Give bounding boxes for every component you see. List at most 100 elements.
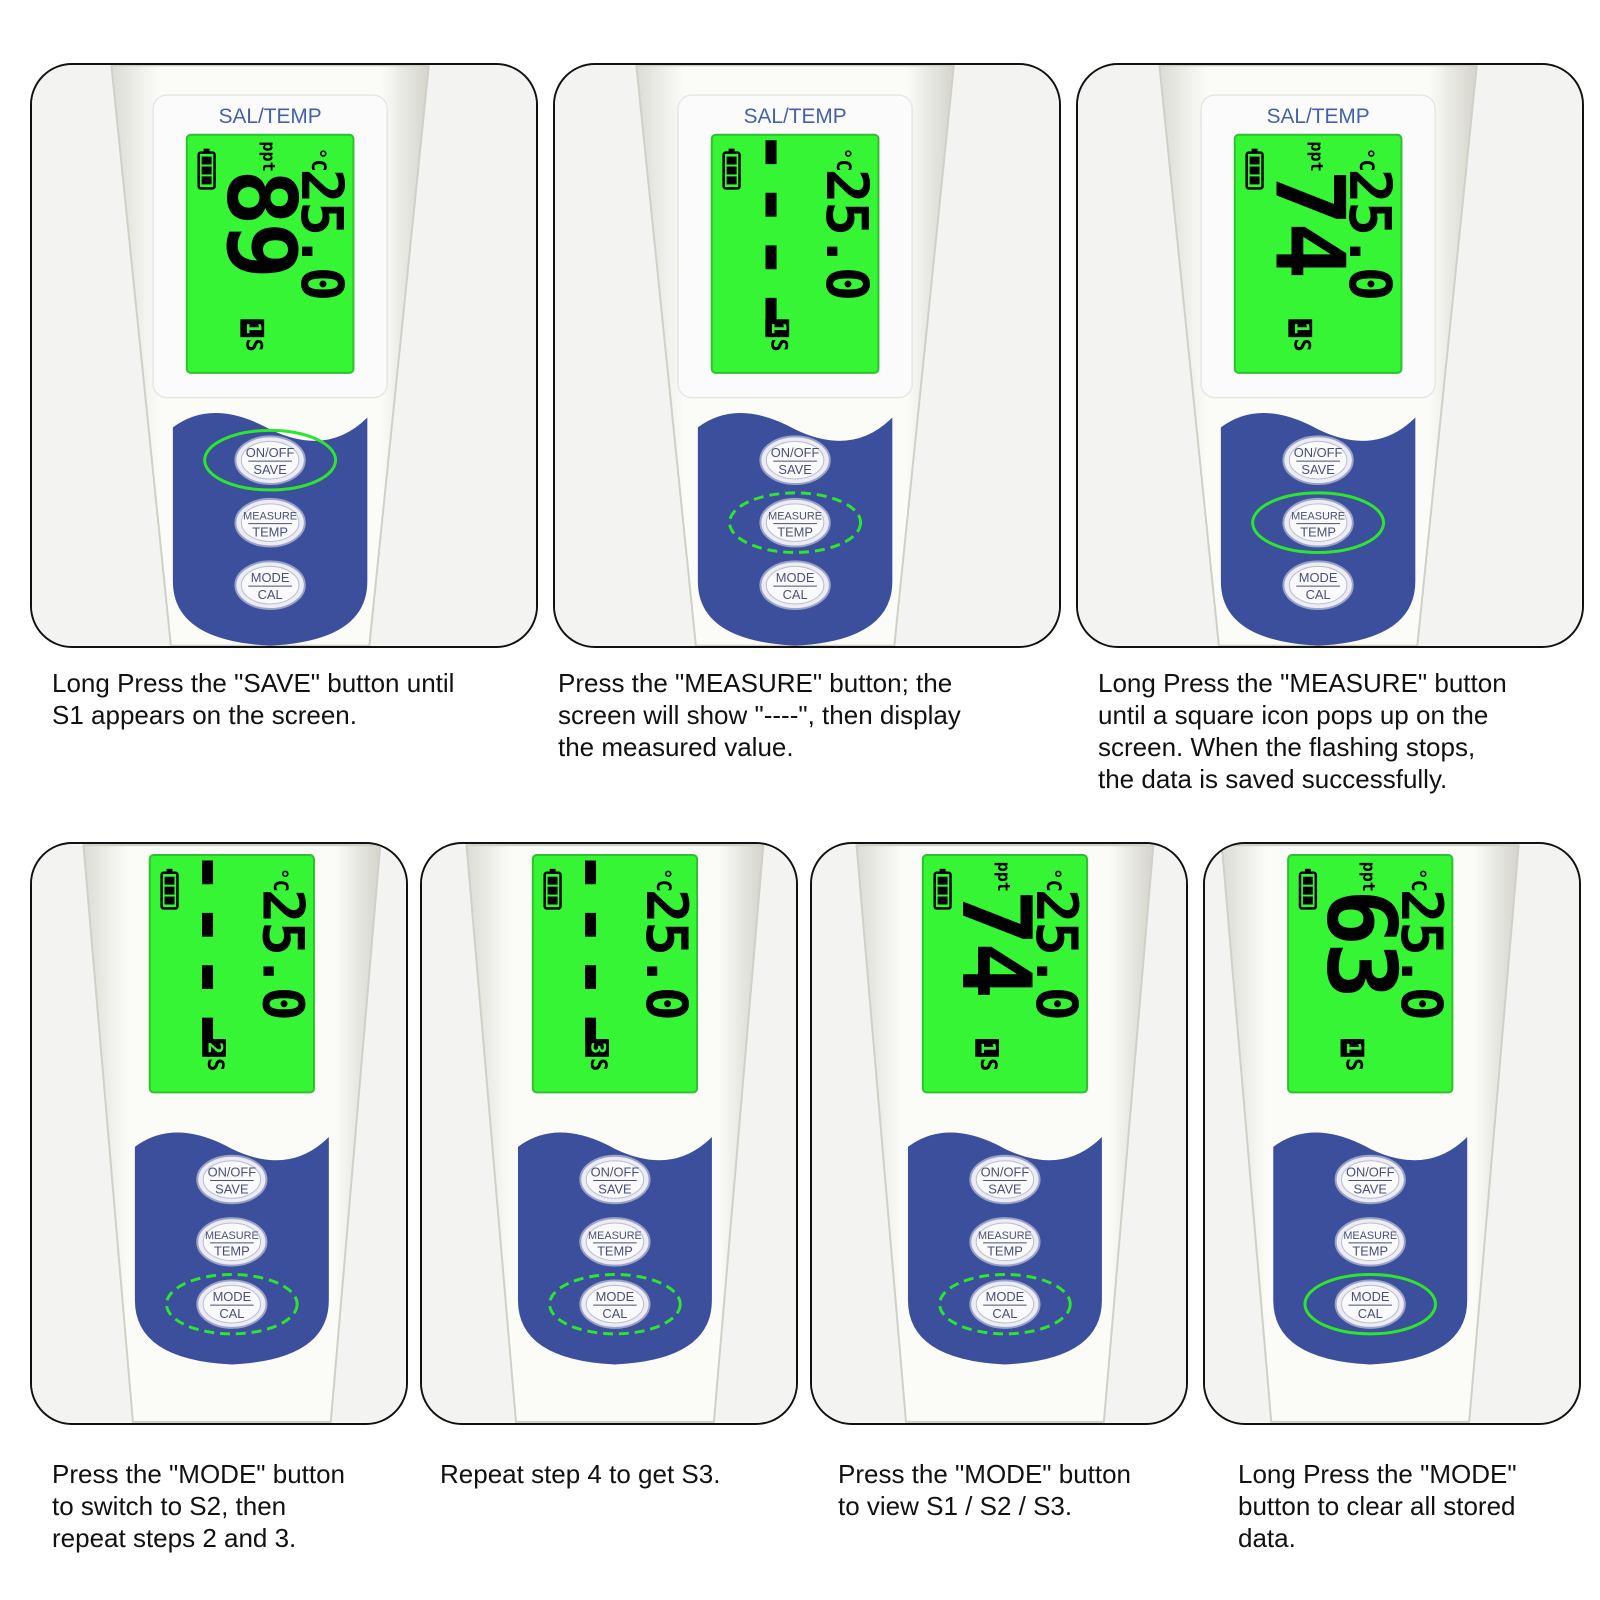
battery-icon [933, 868, 952, 910]
memory-slot-letter: S [1288, 339, 1313, 352]
button-label-bottom: CAL [1306, 587, 1331, 602]
lcd-screen [185, 133, 355, 374]
button-label-top: ON/OFF [771, 445, 820, 460]
memory-slot-letter: S [240, 339, 265, 352]
lcd-screen [710, 133, 880, 374]
battery-icon [1245, 148, 1264, 190]
button-label-top: MODE [1299, 570, 1338, 585]
salinity-reading: 74 [1253, 169, 1363, 276]
memory-slot-indicator: S2 [202, 1039, 227, 1071]
temp-reading: 25.0 [1336, 169, 1403, 300]
highlight-ring [1303, 1273, 1438, 1336]
button-label-bottom: TEMP [214, 1244, 250, 1259]
salinity-reading: ---- [729, 129, 819, 339]
button-mode[interactable]: MODE CAL [1282, 560, 1354, 610]
meter-illustration: SAL/TEMP°C25.0----S1ON/OFFSAVEMEASURETEM… [555, 65, 1059, 646]
memory-slot-letter: S [975, 1058, 1000, 1071]
step-caption-6: Press the "MODE" button to view S1 / S2 … [838, 1459, 1132, 1521]
salinity-unit: ppt [994, 862, 1014, 892]
highlight-ring [203, 428, 338, 492]
button-on-off[interactable]: ON/OFF SAVE [1282, 435, 1354, 485]
step-caption-2: Press the "MEASURE" button; the screen w… [558, 668, 961, 762]
button-label-bottom: TEMP [1352, 1244, 1388, 1259]
temp-reading: 25.0 [1023, 889, 1090, 1019]
button-label-top: ON/OFF [208, 1165, 257, 1180]
salinity-unit: ppt [1359, 862, 1379, 892]
memory-slot-indicator: S3 [585, 1039, 610, 1071]
model-label: SAL/TEMP [744, 105, 847, 128]
button-label-bottom: CAL [258, 587, 283, 602]
highlight-ring [728, 491, 863, 554]
button-label-bottom: SAVE [1354, 1181, 1388, 1196]
temp-reading: 25.0 [1388, 889, 1455, 1019]
highlight-ring [548, 1273, 682, 1336]
button-label-bottom: CAL [602, 1306, 627, 1321]
meter-illustration: SAL/TEMP°Cppt25.089S1ON/OFFSAVEMEASURETE… [32, 65, 536, 646]
memory-slot-letter: S [202, 1058, 227, 1071]
button-label-top: MODE [213, 1289, 252, 1304]
lcd-screen [1287, 853, 1454, 1094]
button-label-top: ON/OFF [1294, 445, 1343, 460]
meter-illustration: °Cppt25.074S1ON/OFFSAVEMEASURETEMPMODECA… [812, 844, 1186, 1423]
memory-slot-letter: S [585, 1058, 610, 1071]
button-label-top: MODE [1351, 1289, 1390, 1304]
battery-icon [722, 148, 741, 190]
button-mode[interactable]: MODE CAL [1334, 1279, 1406, 1329]
lcd-screen [148, 853, 315, 1094]
button-label-bottom: SAVE [1301, 462, 1335, 477]
temp-reading: 25.0 [288, 169, 355, 300]
memory-slot-number: 2 [204, 1042, 227, 1054]
step-caption-4: Press the "MODE" button to switch to S2,… [52, 1459, 346, 1553]
button-measure[interactable]: MEASURE TEMP [1282, 497, 1354, 548]
step-caption-3: Long Press the "MEASURE" button until a … [1098, 668, 1507, 794]
battery-icon [1298, 868, 1318, 910]
salinity-unit: ppt [1307, 141, 1327, 171]
step-caption-7: Long Press the "MODE" button to clear al… [1238, 1459, 1517, 1553]
memory-slot-letter: S [1340, 1058, 1365, 1071]
button-label-top: MODE [251, 570, 290, 585]
button-label-top: MEASURE [978, 1230, 1032, 1242]
button-label-bottom: CAL [783, 587, 808, 602]
memory-slot-number: 3 [587, 1042, 610, 1054]
temp-unit: °C [1407, 868, 1430, 892]
memory-slot-number: 1 [242, 322, 265, 334]
memory-slot-number: 1 [1342, 1042, 1365, 1054]
highlight-ring [1251, 491, 1386, 554]
button-label-bottom: TEMP [777, 525, 813, 540]
highlight-ring [165, 1273, 299, 1336]
button-label-top: MEASURE [1291, 511, 1345, 523]
button-label-bottom: CAL [1358, 1306, 1383, 1321]
button-label-bottom: TEMP [1300, 525, 1336, 540]
temp-unit: °C [1355, 148, 1378, 172]
temp-unit: °C [307, 148, 330, 172]
button-label-bottom: SAVE [598, 1181, 632, 1196]
battery-icon [543, 868, 562, 910]
button-mode[interactable]: MODE CAL [234, 560, 306, 610]
button-label-top: MEASURE [588, 1230, 642, 1242]
highlight-ring [938, 1273, 1072, 1336]
lcd-screen [531, 853, 699, 1094]
step-caption-1: Long Press the "SAVE" button until S1 ap… [52, 668, 455, 730]
